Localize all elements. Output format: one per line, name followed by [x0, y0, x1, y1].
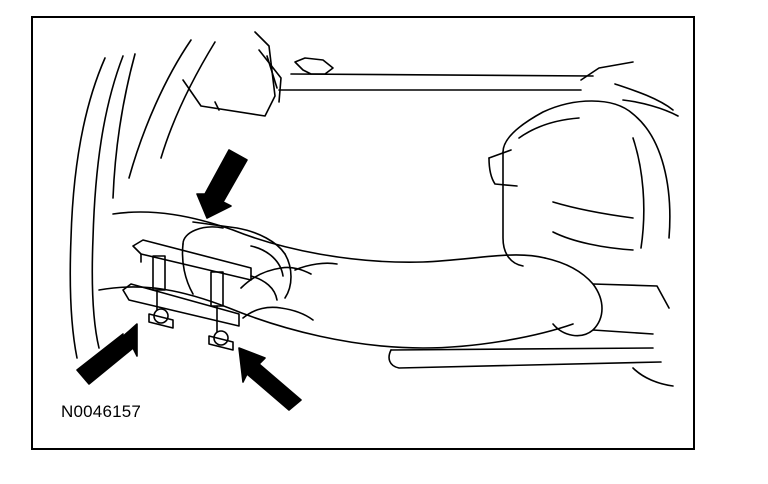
floor-pan-contour	[614, 83, 679, 117]
exhaust-clamp	[122, 221, 338, 351]
arrow-left-bolt	[76, 323, 138, 385]
lower-pipe	[388, 347, 674, 387]
arrow-top-clamp	[196, 149, 248, 219]
body-panel-lines	[69, 39, 216, 359]
exhaust-clamp-illustration	[69, 31, 679, 411]
figure-id-label: N0046157	[61, 402, 142, 421]
upper-bracket	[182, 31, 634, 117]
resonator	[488, 100, 671, 267]
exhaust-pipe	[98, 211, 670, 349]
callout-arrows	[76, 149, 302, 411]
figure-frame: N0046157	[31, 16, 695, 450]
arrow-right-bolt	[238, 347, 302, 411]
